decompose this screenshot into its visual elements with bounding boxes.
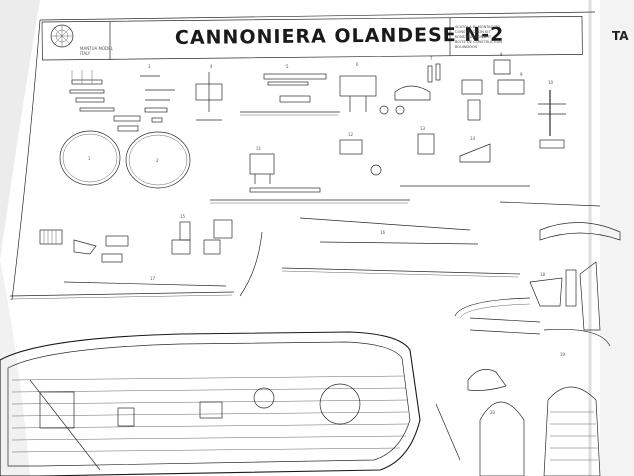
label-15: 15 xyxy=(180,214,186,219)
circular-frames: 1 2 xyxy=(59,130,191,189)
border-left xyxy=(11,19,41,301)
parts-cluster-left xyxy=(9,229,235,300)
paper-curl-shadow xyxy=(0,0,40,260)
parts-cluster-top-middle xyxy=(195,59,525,121)
label-3: 3 xyxy=(148,64,151,69)
label-13: 13 xyxy=(420,126,426,131)
parts-cluster-middle xyxy=(171,133,601,297)
label-14: 14 xyxy=(470,136,476,141)
label-16: 16 xyxy=(380,230,386,235)
publisher-line-1: MANTUA MODEL xyxy=(80,46,114,51)
hull-deck-plan xyxy=(0,331,421,476)
label-11: 11 xyxy=(256,146,262,151)
frame-cross-right xyxy=(538,90,566,149)
publisher-logo-icon xyxy=(50,24,74,48)
fold-shadow-right xyxy=(600,0,634,476)
page-title: CANNONIERA OLANDESE N-2 xyxy=(175,24,505,49)
label-18: 18 xyxy=(540,272,546,277)
title-block: MANTUA MODEL ITALY CANNONIERA OLANDESE N… xyxy=(41,15,583,61)
frames-bottom-right xyxy=(435,386,601,476)
info-line-5: BOUWDOOS xyxy=(455,45,478,49)
parts-cluster-top-left xyxy=(69,70,175,132)
label-2: 2 xyxy=(156,158,159,163)
label-20: 20 xyxy=(490,410,496,415)
label-12: 12 xyxy=(348,132,354,137)
label-10: 10 xyxy=(548,80,554,85)
label-4: 4 xyxy=(210,64,213,69)
info-line-4: BOITE DE CONSTRUCTION xyxy=(455,40,502,44)
parts-cluster-right xyxy=(454,222,621,391)
label-19: 19 xyxy=(560,352,566,357)
label-8: 8 xyxy=(500,52,503,57)
info-line-3: KONSTRUKTIONSKIT xyxy=(455,35,492,39)
publisher-line-2: ITALY xyxy=(80,51,91,56)
info-line-1: SCATOLA DI MONTAGGIO xyxy=(455,25,500,29)
info-line-2: CONSTRUCTION KIT xyxy=(455,30,491,34)
label-5: 5 xyxy=(286,64,289,69)
border-top xyxy=(39,11,596,21)
label-17: 17 xyxy=(150,276,156,281)
label-6: 6 xyxy=(356,62,359,67)
label-9: 9 xyxy=(520,72,523,77)
label-7: 7 xyxy=(430,56,433,61)
edge-text: TA xyxy=(612,29,629,43)
label-1: 1 xyxy=(88,156,91,161)
